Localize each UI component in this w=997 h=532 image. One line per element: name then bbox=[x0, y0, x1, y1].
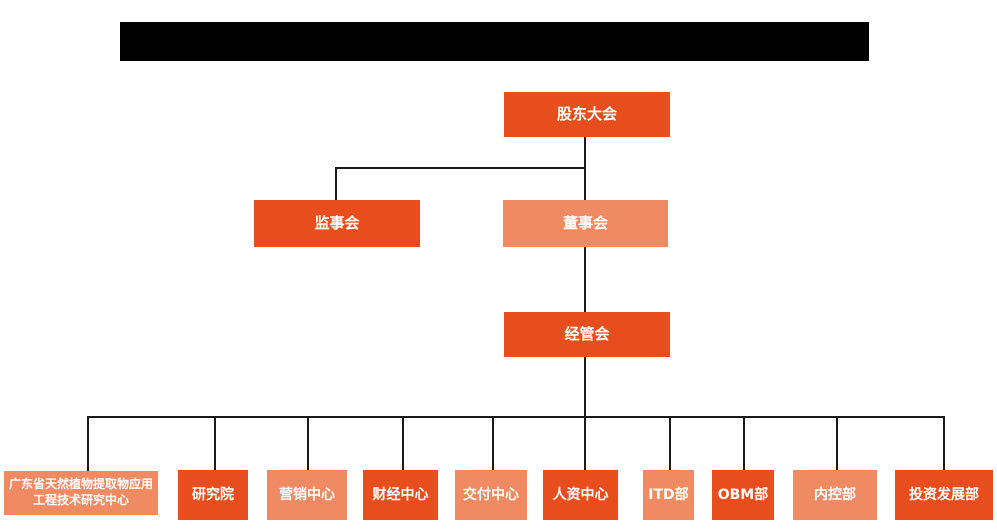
node-marketing-center: 营销中心 bbox=[267, 470, 347, 520]
node-label: 投资发展部 bbox=[909, 486, 979, 503]
node-label: ITD部 bbox=[648, 486, 689, 503]
connector-supervisors-vertical bbox=[335, 167, 337, 200]
node-itd-dept: ITD部 bbox=[643, 470, 694, 520]
connector-drop-itd-dept bbox=[669, 416, 671, 470]
node-board-of-directors: 董事会 bbox=[503, 200, 668, 247]
connector-directors-management-vertical bbox=[584, 247, 586, 312]
node-label: OBM部 bbox=[717, 486, 769, 503]
connector-drop-marketing-center bbox=[307, 416, 309, 470]
node-label: 经管会 bbox=[564, 324, 610, 343]
node-guangdong-research-center: 广东省天然植物提取物应用工程技术研究中心 bbox=[4, 471, 158, 515]
node-delivery-center: 交付中心 bbox=[455, 470, 527, 520]
connector-drop-research-institute bbox=[214, 416, 216, 470]
node-obm-dept: OBM部 bbox=[712, 470, 774, 520]
node-management-committee: 经管会 bbox=[504, 312, 670, 357]
node-label: 董事会 bbox=[562, 213, 608, 232]
node-finance-center: 财经中心 bbox=[363, 470, 438, 520]
node-label: 研究院 bbox=[192, 486, 234, 503]
node-label: 监事会 bbox=[314, 213, 360, 232]
node-label: 人资中心 bbox=[552, 486, 609, 503]
connector-departments-horizontal bbox=[87, 416, 945, 418]
node-board-of-supervisors: 监事会 bbox=[254, 200, 420, 247]
connector-management-departments-vertical bbox=[584, 357, 586, 470]
node-shareholders-meeting: 股东大会 bbox=[504, 92, 670, 137]
connector-drop-obm-dept bbox=[743, 416, 745, 470]
node-internal-control-dept: 内控部 bbox=[793, 470, 877, 520]
node-investment-development-dept: 投资发展部 bbox=[895, 470, 993, 520]
node-label: 营销中心 bbox=[279, 486, 335, 503]
connector-supervisors-elbow-horizontal bbox=[335, 167, 586, 169]
connector-drop-delivery-center bbox=[492, 416, 494, 470]
connector-drop-finance-center bbox=[402, 416, 404, 470]
node-label: 交付中心 bbox=[463, 486, 519, 503]
connector-drop-research-center bbox=[87, 416, 89, 471]
connector-drop-investment-development-dept bbox=[943, 416, 945, 470]
node-label: 广东省天然植物提取物应用工程技术研究中心 bbox=[8, 477, 153, 507]
node-label: 股东大会 bbox=[556, 104, 617, 123]
node-label: 财经中心 bbox=[372, 486, 429, 503]
connector-drop-internal-control-dept bbox=[836, 416, 838, 470]
node-hr-center: 人资中心 bbox=[543, 470, 618, 520]
node-research-institute: 研究院 bbox=[178, 470, 248, 520]
redacted-title-bar bbox=[120, 22, 869, 61]
node-label: 内控部 bbox=[814, 486, 856, 503]
